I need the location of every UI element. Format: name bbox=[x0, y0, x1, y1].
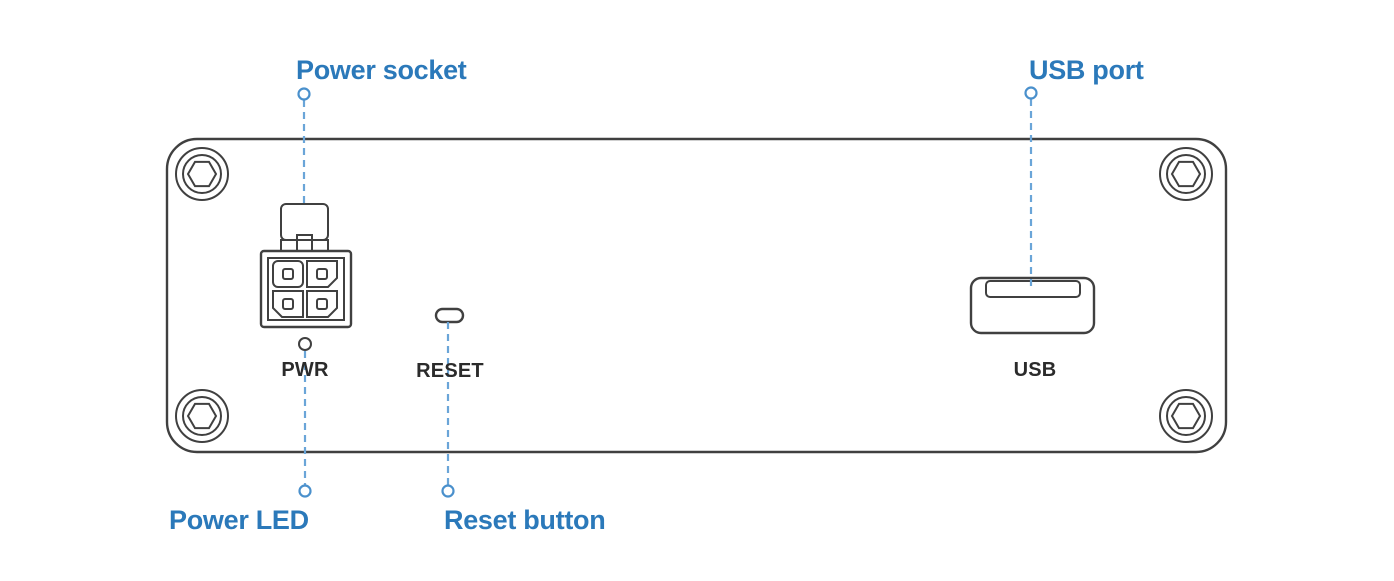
pin-cavity-4 bbox=[306, 290, 338, 318]
marker-reset-button bbox=[441, 484, 455, 498]
reset-label: RESET bbox=[416, 360, 484, 382]
screw-bottom-left-icon bbox=[175, 389, 229, 443]
pin-cavity-3 bbox=[272, 290, 304, 318]
screw-top-left-icon bbox=[175, 147, 229, 201]
power-socket-callout: Power socket bbox=[296, 55, 467, 85]
usb-tongue bbox=[985, 280, 1081, 298]
usb-port-graphic bbox=[969, 276, 1096, 335]
reset-button-callout: Reset button bbox=[444, 505, 606, 535]
power-socket-graphic bbox=[259, 203, 353, 329]
screw-bottom-right-icon bbox=[1159, 389, 1213, 443]
pin-hole-1 bbox=[282, 268, 294, 280]
screw-top-right-icon bbox=[1159, 147, 1213, 201]
pwr-label: PWR bbox=[281, 359, 329, 381]
usb-housing bbox=[969, 276, 1096, 335]
pin-cavity-1 bbox=[272, 260, 304, 288]
power-led-callout: Power LED bbox=[169, 505, 309, 535]
usb-label: USB bbox=[1013, 359, 1057, 381]
power-body-outer bbox=[259, 249, 353, 329]
marker-power-led bbox=[298, 484, 312, 498]
power-led-graphic bbox=[298, 337, 312, 351]
faceplate-outline bbox=[165, 137, 1228, 454]
usb-port-callout: USB port bbox=[1029, 55, 1144, 85]
pin-hole-2 bbox=[316, 268, 328, 280]
power-body-inner bbox=[267, 257, 345, 321]
marker-usb-port bbox=[1024, 86, 1038, 100]
marker-power-socket bbox=[297, 87, 311, 101]
pin-hole-4 bbox=[316, 298, 328, 310]
reset-button-graphic bbox=[434, 307, 465, 324]
power-latch-band bbox=[280, 239, 329, 252]
pin-cavity-2 bbox=[306, 260, 338, 288]
pin-hole-3 bbox=[282, 298, 294, 310]
power-latch-tab bbox=[296, 234, 313, 252]
